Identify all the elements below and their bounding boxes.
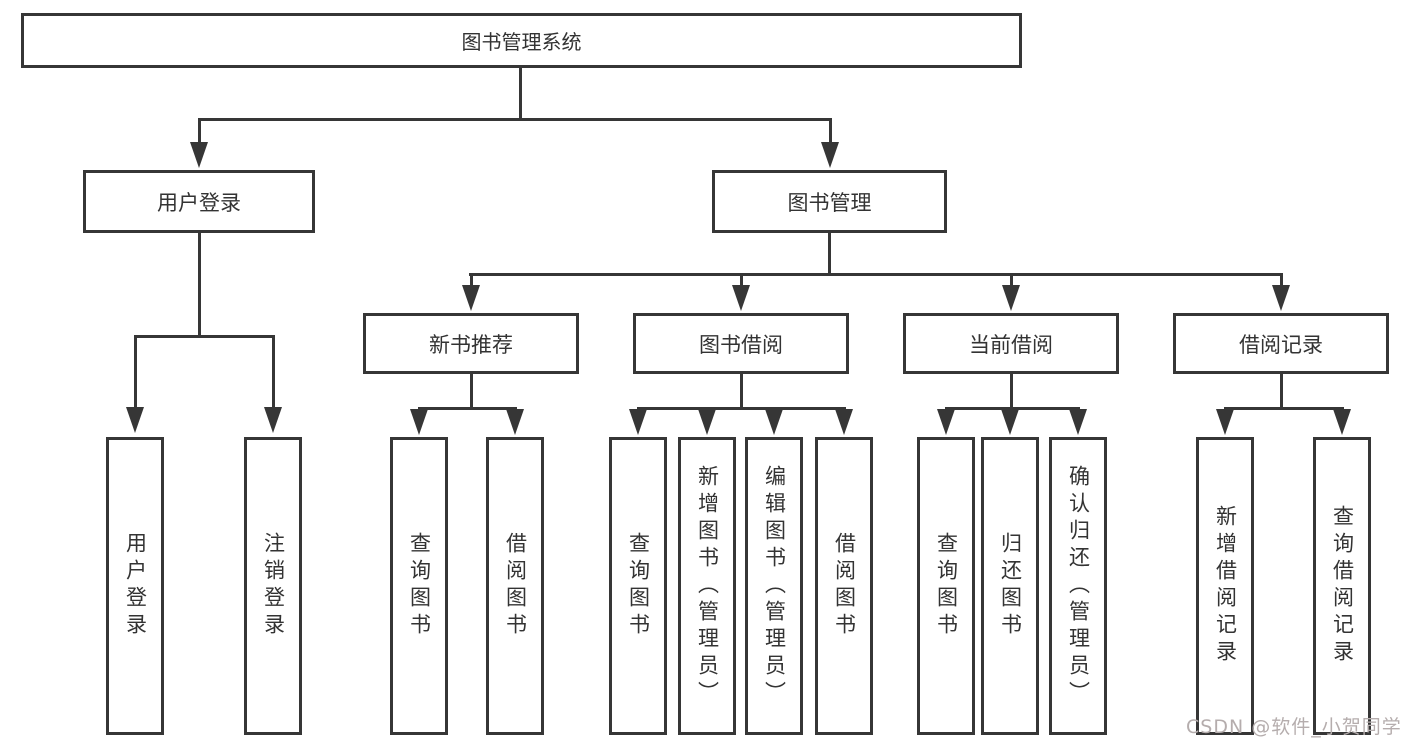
node-book-management: 图书管理 — [712, 170, 947, 233]
arrowhead-icon — [1272, 285, 1290, 311]
connector-stem — [470, 273, 473, 287]
arrowhead-icon — [765, 409, 783, 435]
leaf-query-books-current: 查询图书 — [917, 437, 975, 735]
connector-book-mgmt-trunk — [828, 233, 831, 273]
node-label: 查询图书 — [407, 532, 432, 640]
arrowhead-icon — [410, 409, 428, 435]
arrowhead-icon — [126, 407, 144, 433]
connector-level3-bus — [469, 273, 1282, 276]
connector-stem — [272, 335, 275, 410]
node-label: 借阅记录 — [1239, 332, 1323, 357]
connector-current-bus — [945, 407, 1080, 410]
connector-stem — [1010, 273, 1013, 287]
node-current-borrow: 当前借阅 — [903, 313, 1119, 374]
node-label: 借阅图书 — [503, 532, 528, 640]
leaf-confirm-return-admin: 确认归还（管理员） — [1049, 437, 1107, 735]
arrowhead-icon — [1001, 409, 1019, 435]
connector-stem — [829, 118, 832, 146]
node-label: 图书借阅 — [699, 332, 783, 357]
arrowhead-icon — [1002, 285, 1020, 311]
leaf-add-borrow-record: 新增借阅记录 — [1196, 437, 1254, 735]
connector-level2-bus — [198, 118, 832, 121]
node-label: 新增图书（管理员） — [695, 464, 720, 708]
node-label: 编辑图书（管理员） — [762, 464, 787, 708]
connector-current-trunk — [1010, 374, 1013, 407]
node-label: 确认归还（管理员） — [1066, 464, 1091, 708]
leaf-edit-book-admin: 编辑图书（管理员） — [745, 437, 803, 735]
arrowhead-icon — [1333, 409, 1351, 435]
node-label: 查询图书 — [626, 532, 651, 640]
leaf-return-book: 归还图书 — [981, 437, 1039, 735]
node-new-book-recommend: 新书推荐 — [363, 313, 579, 374]
node-book-borrow: 图书借阅 — [633, 313, 849, 374]
csdn-watermark: CSDN @软件_小贺同学 — [1186, 716, 1402, 738]
node-label: 借阅图书 — [832, 532, 857, 640]
arrowhead-icon — [629, 409, 647, 435]
arrowhead-icon — [835, 409, 853, 435]
leaf-query-borrow-record: 查询借阅记录 — [1313, 437, 1371, 735]
arrowhead-icon — [264, 407, 282, 433]
connector-record-bus — [1224, 407, 1344, 410]
connector-stem — [198, 118, 201, 146]
connector-user-login-trunk — [198, 233, 201, 335]
node-label: 注销登录 — [261, 532, 286, 640]
arrowhead-icon — [732, 285, 750, 311]
arrowhead-icon — [1216, 409, 1234, 435]
arrowhead-icon — [1069, 409, 1087, 435]
connector-root-trunk — [519, 68, 522, 118]
node-library-system: 图书管理系统 — [21, 13, 1022, 68]
leaf-query-books-recommend: 查询图书 — [390, 437, 448, 735]
connector-record-trunk — [1280, 374, 1283, 407]
connector-stem — [740, 273, 743, 287]
node-label: 查询借阅记录 — [1330, 505, 1355, 667]
node-label: 图书管理系统 — [461, 30, 582, 54]
connector-recommend-bus — [418, 407, 517, 410]
node-label: 归还图书 — [998, 532, 1023, 640]
node-label: 当前借阅 — [969, 332, 1053, 357]
connector-stem — [1280, 273, 1283, 287]
node-label: 新书推荐 — [429, 332, 513, 357]
node-label: 图书管理 — [787, 190, 872, 215]
connector-borrow-bus — [637, 407, 846, 410]
node-label: 用户登录 — [157, 190, 241, 215]
arrowhead-icon — [462, 285, 480, 311]
connector-recommend-trunk — [470, 374, 473, 407]
leaf-logout: 注销登录 — [244, 437, 302, 735]
arrowhead-icon — [937, 409, 955, 435]
arrowhead-icon — [506, 409, 524, 435]
node-user-login: 用户登录 — [83, 170, 315, 233]
leaf-add-book-admin: 新增图书（管理员） — [678, 437, 736, 735]
connector-user-login-bus — [134, 335, 275, 338]
leaf-borrow-books: 借阅图书 — [815, 437, 873, 735]
node-borrow-record: 借阅记录 — [1173, 313, 1389, 374]
connector-borrow-trunk — [740, 374, 743, 407]
node-label: 查询图书 — [934, 532, 959, 640]
node-label: 用户登录 — [123, 532, 148, 640]
leaf-user-login: 用户登录 — [106, 437, 164, 735]
arrowhead-icon — [821, 142, 839, 168]
leaf-borrow-books-recommend: 借阅图书 — [486, 437, 544, 735]
connector-stem — [134, 335, 137, 410]
arrowhead-icon — [698, 409, 716, 435]
leaf-query-books-borrow: 查询图书 — [609, 437, 667, 735]
node-label: 新增借阅记录 — [1213, 505, 1238, 667]
arrowhead-icon — [190, 142, 208, 168]
